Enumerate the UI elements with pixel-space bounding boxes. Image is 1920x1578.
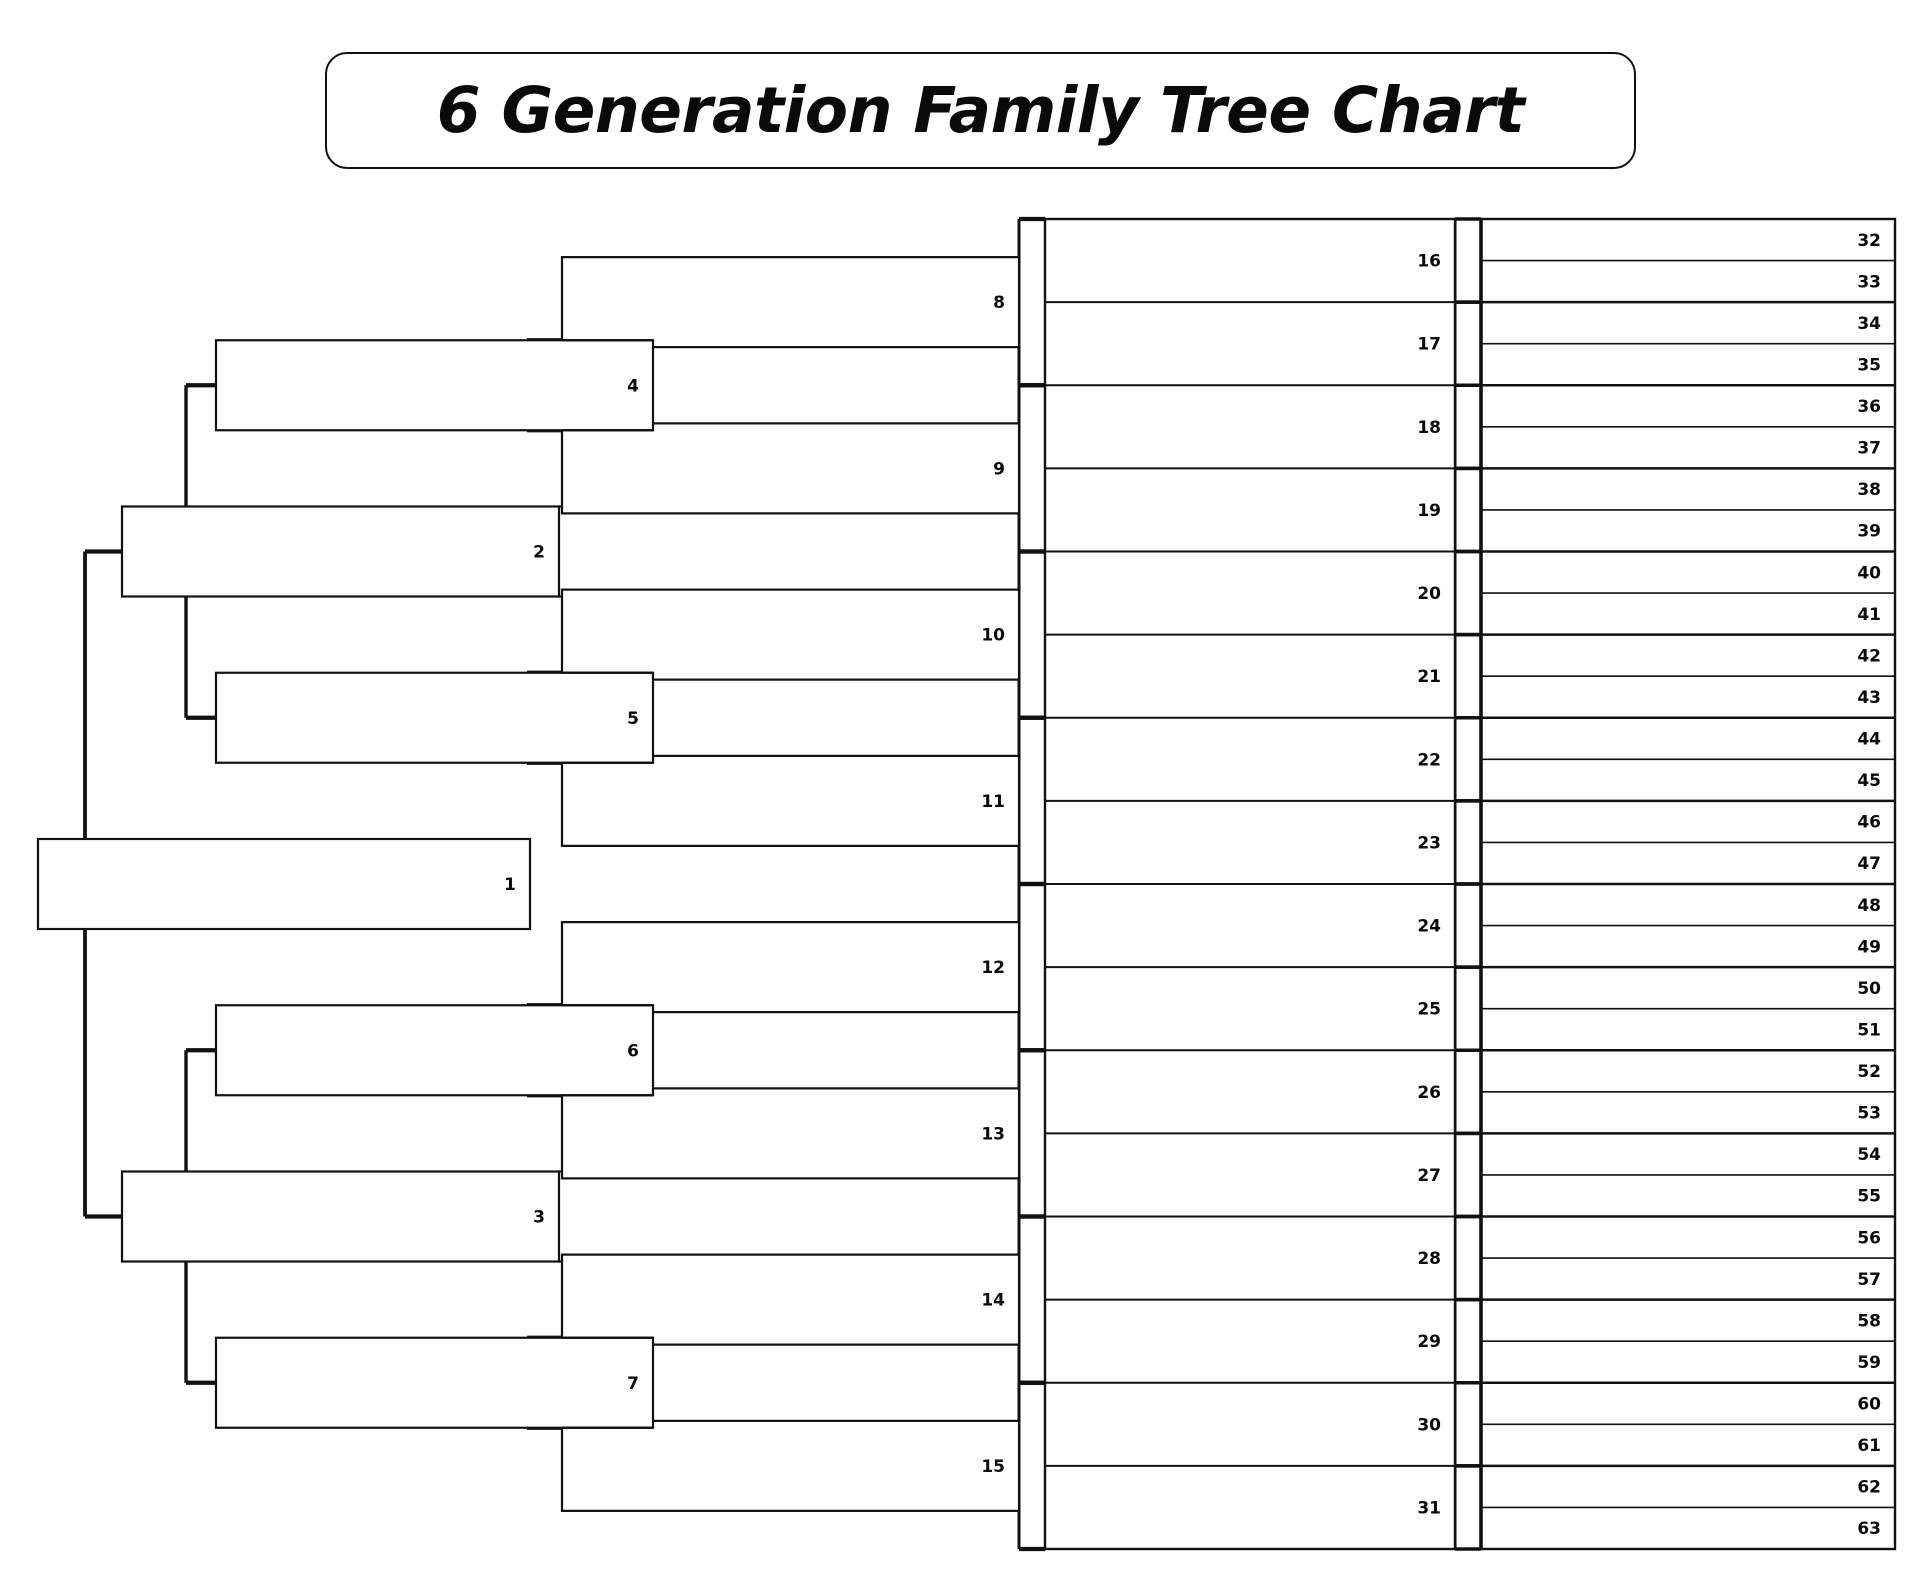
gen3-entry-box-4[interactable] <box>214 339 655 432</box>
generation-2-boxes: 23 <box>120 505 562 1263</box>
gen5-slot-number-19: 19 <box>1417 501 1441 521</box>
gen6-slot-number-63: 63 <box>1857 1519 1881 1539</box>
generation-3-boxes: 4 5 6 7 <box>214 339 655 1429</box>
gen6-slot-number-36: 36 <box>1857 397 1881 417</box>
gen3-slot-number-7: 7 <box>627 1374 639 1394</box>
gen6-slot-number-49: 49 <box>1857 937 1881 957</box>
gen5-slot-number-27: 27 <box>1417 1166 1441 1186</box>
gen6-slot-number-39: 39 <box>1857 522 1881 542</box>
gen2-entry-box-3[interactable] <box>120 1170 561 1263</box>
gen2-slot-number-3: 3 <box>533 1208 545 1228</box>
gen5-slot-number-26: 26 <box>1417 1083 1441 1103</box>
gen4-slot-number-15: 15 <box>981 1457 1005 1477</box>
gen2-slot-number-2: 2 <box>533 543 545 563</box>
gen6-slot-number-56: 56 <box>1857 1228 1881 1248</box>
gen6-slot-number-60: 60 <box>1857 1395 1881 1415</box>
gen3-entry-box-6[interactable] <box>214 1004 655 1097</box>
gen3-slot-number-4: 4 <box>627 376 639 396</box>
gen6-slot-number-34: 34 <box>1857 314 1881 334</box>
gen4-slot-number-14: 14 <box>981 1291 1005 1311</box>
gen6-slot-number-44: 44 <box>1857 730 1881 750</box>
page-title: 6 Generation Family Tree Chart <box>436 74 1525 147</box>
gen4-slot-number-12: 12 <box>981 958 1005 978</box>
gen5-slot-number-29: 29 <box>1417 1332 1441 1352</box>
gen4-slot-number-13: 13 <box>981 1124 1005 1144</box>
gen4-slot-number-9: 9 <box>993 459 1005 479</box>
gen3-slot-number-5: 5 <box>627 709 639 729</box>
gen6-slot-number-53: 53 <box>1857 1104 1881 1124</box>
gen5-gen6-bracket-column <box>1453 217 1483 1551</box>
gen5-slot-number-30: 30 <box>1417 1415 1441 1435</box>
gen6-slot-number-59: 59 <box>1857 1353 1881 1373</box>
gen4-slot-number-8: 8 <box>993 293 1005 313</box>
gen6-slot-number-43: 43 <box>1857 688 1881 708</box>
gen5-slot-number-23: 23 <box>1417 833 1441 853</box>
generation-4-boxes: 8 9 10 11 12 13 14 15 <box>560 256 1021 1512</box>
gen5-slot-number-31: 31 <box>1417 1498 1441 1518</box>
gen6-slot-number-42: 42 <box>1857 646 1881 666</box>
page-title-frame: 6 Generation Family Tree Chart <box>325 52 1636 169</box>
gen1-slot-number-1: 1 <box>504 875 516 895</box>
gen3-slot-number-6: 6 <box>627 1041 639 1061</box>
gen4-entry-box-13[interactable] <box>560 1087 1021 1180</box>
gen6-slot-number-38: 38 <box>1857 480 1881 500</box>
gen6-slot-number-32: 32 <box>1857 231 1881 251</box>
gen4-entry-box-12[interactable] <box>560 921 1021 1014</box>
gen6-slot-number-57: 57 <box>1857 1270 1881 1290</box>
gen6-slot-number-35: 35 <box>1857 355 1881 375</box>
gen4-gen5-bracket-column <box>1017 216 1045 1552</box>
gen6-slot-number-37: 37 <box>1857 439 1881 459</box>
gen6-slot-number-46: 46 <box>1857 813 1881 833</box>
gen4-entry-box-14[interactable] <box>560 1253 1021 1346</box>
gen4-entry-box-10[interactable] <box>560 588 1021 681</box>
generation-6-column: 32 33 34 35 36 37 38 39 40 41 42 43 44 45 46 47 48 49 50 51… <box>1479 217 1897 1551</box>
gen4-entry-box-11[interactable] <box>560 754 1021 847</box>
gen3-gen4-brackets <box>524 338 564 1430</box>
gen5-slot-number-18: 18 <box>1417 418 1441 438</box>
gen6-slot-number-55: 55 <box>1857 1187 1881 1207</box>
gen5-slot-number-16: 16 <box>1417 252 1441 272</box>
gen4-entry-box-9[interactable] <box>560 422 1021 515</box>
gen4-entry-box-8[interactable] <box>560 256 1021 349</box>
gen1-entry-box-1[interactable] <box>36 837 532 931</box>
gen6-slot-number-51: 51 <box>1857 1020 1881 1040</box>
gen6-slot-number-33: 33 <box>1857 272 1881 292</box>
gen4-slot-number-11: 11 <box>981 792 1005 812</box>
gen6-slot-number-40: 40 <box>1857 563 1881 583</box>
gen6-slot-number-45: 45 <box>1857 771 1881 791</box>
gen6-slot-number-58: 58 <box>1857 1311 1881 1331</box>
gen5-slot-number-20: 20 <box>1417 584 1441 604</box>
gen6-slot-number-41: 41 <box>1857 605 1881 625</box>
gen5-slot-number-21: 21 <box>1417 667 1441 687</box>
generation-1-box: 1 <box>36 837 532 931</box>
gen5-slot-number-28: 28 <box>1417 1249 1441 1269</box>
gen6-slot-number-47: 47 <box>1857 854 1881 874</box>
gen5-slot-number-25: 25 <box>1417 1000 1441 1020</box>
gen5-slot-number-17: 17 <box>1417 335 1441 355</box>
gen6-slot-number-62: 62 <box>1857 1478 1881 1498</box>
gen4-slot-number-10: 10 <box>981 626 1005 646</box>
gen5-slot-number-24: 24 <box>1417 917 1441 937</box>
gen6-slot-number-52: 52 <box>1857 1062 1881 1082</box>
gen5-slot-number-22: 22 <box>1417 750 1441 770</box>
generation-5-column: 16 17 18 19 20 21 22 23 24 25 26 27 28 29 30 31 <box>1043 217 1457 1551</box>
gen3-entry-box-5[interactable] <box>214 671 655 764</box>
gen2-entry-box-2[interactable] <box>120 505 561 598</box>
gen6-slot-number-50: 50 <box>1857 979 1881 999</box>
gen6-slot-number-54: 54 <box>1857 1145 1881 1165</box>
gen6-slot-number-48: 48 <box>1857 896 1881 916</box>
gen4-entry-box-15[interactable] <box>560 1419 1021 1512</box>
gen3-entry-box-7[interactable] <box>214 1336 655 1429</box>
gen6-slot-number-61: 61 <box>1857 1436 1881 1456</box>
